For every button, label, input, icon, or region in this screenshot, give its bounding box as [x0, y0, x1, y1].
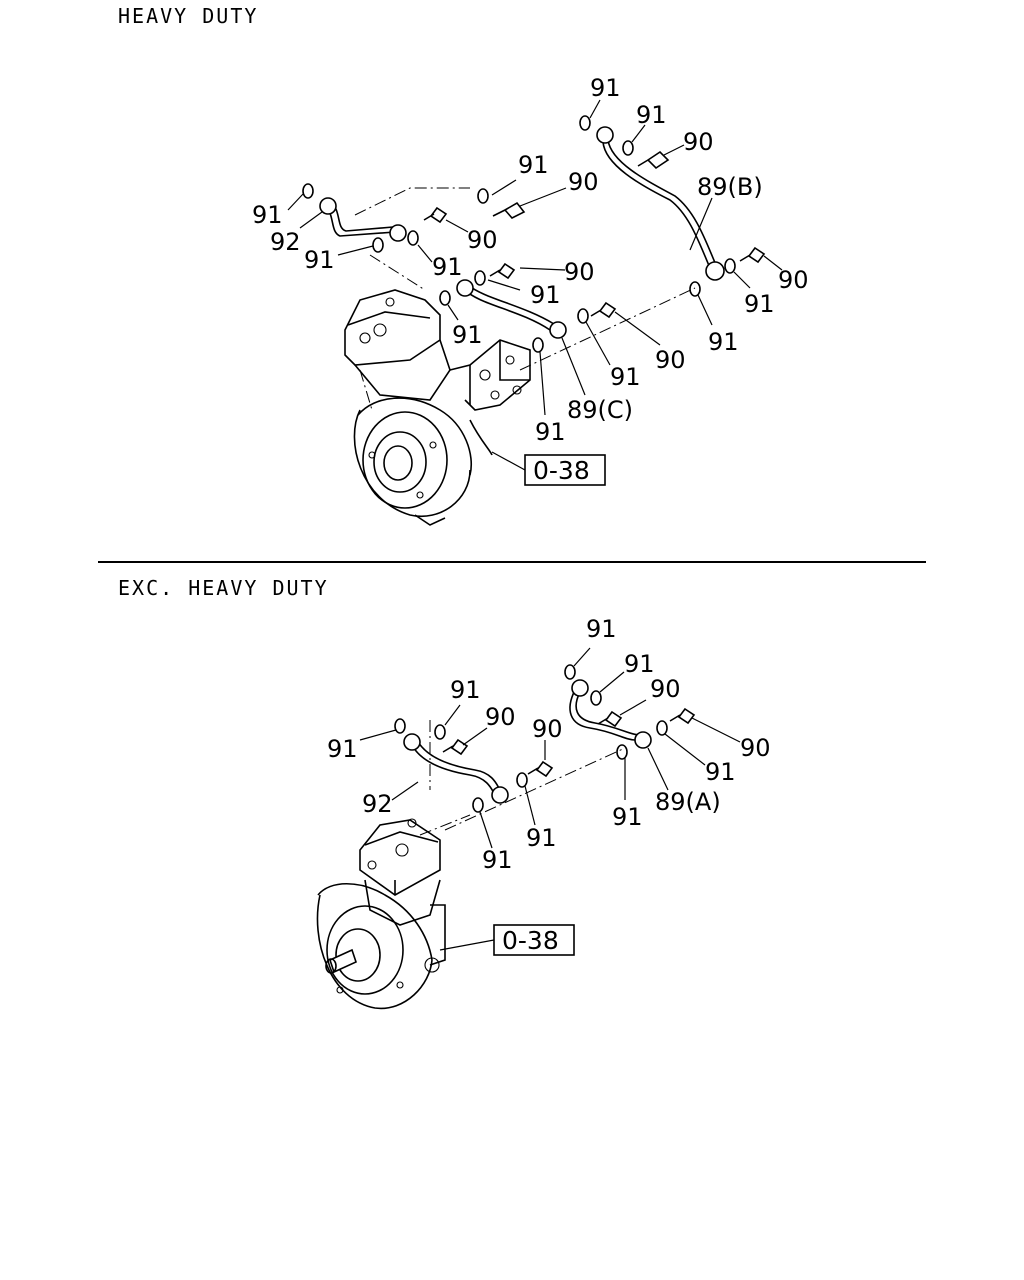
pipe-92-heavy-duty	[319, 197, 407, 242]
reference-label-heavy-duty[interactable]: 0-38	[533, 456, 590, 485]
callout-91: 91	[535, 418, 566, 446]
callout-91: 91	[612, 803, 643, 831]
callout-89c: 89(C)	[567, 396, 633, 424]
callout-89a: 89(A)	[655, 788, 721, 816]
callout-90: 90	[467, 226, 498, 254]
callout-91: 91	[586, 615, 617, 643]
callout-91: 91	[610, 363, 641, 391]
callout-91: 91	[518, 151, 549, 179]
leader-lines-heavy-duty	[287, 99, 783, 416]
callout-91: 91	[705, 758, 736, 786]
callout-90: 90	[655, 346, 686, 374]
alignment-lines-exc-heavy-duty	[419, 720, 626, 836]
pipe-89b-heavy-duty	[596, 126, 725, 281]
callout-90: 90	[740, 734, 771, 762]
callout-91: 91	[327, 735, 358, 763]
washers-heavy-duty	[302, 115, 736, 353]
callout-90: 90	[778, 266, 809, 294]
callout-91: 91	[526, 824, 557, 852]
leader-lines-exc-heavy-duty	[359, 647, 741, 849]
bolts-exc-heavy-duty	[442, 707, 696, 778]
callout-92: 92	[270, 228, 301, 256]
callout-90: 90	[683, 128, 714, 156]
callout-91: 91	[590, 74, 621, 102]
bolts-heavy-duty	[423, 150, 766, 319]
callout-91: 91	[708, 328, 739, 356]
section-heading-exc-heavy-duty: EXC. HEAVY DUTY	[118, 576, 329, 600]
callout-90: 90	[485, 703, 516, 731]
callout-91: 91	[450, 676, 481, 704]
callout-91: 91	[432, 253, 463, 281]
callout-91: 91	[636, 101, 667, 129]
callout-90: 90	[564, 258, 595, 286]
pipe-92-exc-heavy-duty	[403, 733, 509, 804]
compressor-exc-heavy-duty	[316, 818, 446, 1010]
callout-90: 90	[650, 675, 681, 703]
washers-exc-heavy-duty	[394, 664, 668, 813]
callout-91: 91	[252, 201, 283, 229]
callout-91: 91	[744, 290, 775, 318]
callout-92: 92	[362, 790, 393, 818]
callout-89b: 89(B)	[697, 173, 763, 201]
compressor-heavy-duty	[344, 289, 531, 526]
callout-90: 90	[568, 168, 599, 196]
section-heading-heavy-duty: HEAVY DUTY	[118, 4, 259, 28]
callout-91: 91	[304, 246, 335, 274]
reference-label-exc-heavy-duty[interactable]: 0-38	[502, 926, 559, 955]
callout-91: 91	[530, 281, 561, 309]
callout-91: 91	[452, 321, 483, 349]
callout-91: 91	[624, 650, 655, 678]
callout-91: 91	[482, 846, 513, 874]
callout-90: 90	[532, 715, 563, 743]
alignment-lines-heavy-duty	[354, 187, 696, 411]
pipe-89c-heavy-duty	[456, 279, 567, 339]
pipe-89a-exc-heavy-duty	[569, 679, 652, 749]
